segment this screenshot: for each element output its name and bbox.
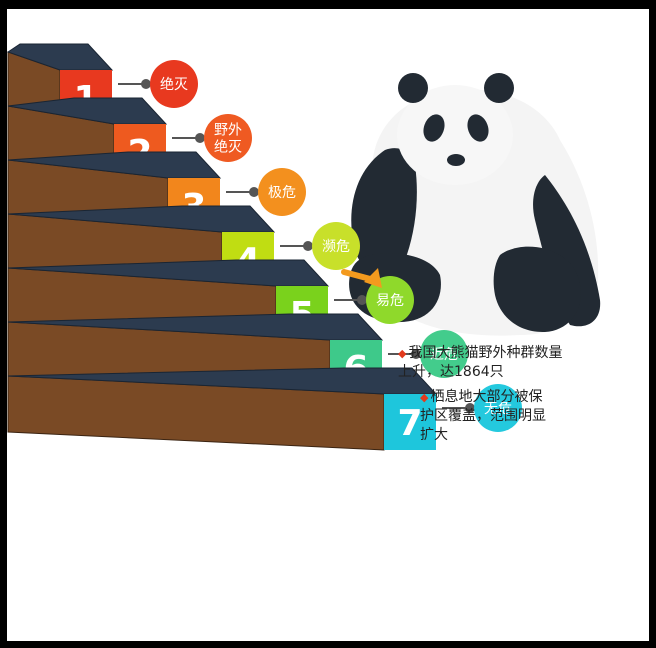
category-label-6: 近危 [430, 347, 458, 363]
note-population-line-1: ◆我国大熊猫野外种群数量 [398, 345, 563, 361]
step-top-7 [7, 367, 438, 395]
category-circle-1 [150, 60, 198, 108]
category-label-7: 无危 [484, 401, 512, 417]
category-label-1: 绝灭 [160, 77, 188, 93]
panda-eye-patch-left-icon [423, 114, 445, 142]
connector-dot-4 [303, 241, 313, 251]
category-circle-4 [312, 222, 360, 270]
connector-dot-7 [465, 403, 475, 413]
step-top-1 [6, 43, 114, 71]
panda-ear-right-icon [484, 73, 514, 103]
panda-arm-left-icon [351, 148, 417, 275]
step-top-4 [7, 205, 276, 233]
category-circle-2 [204, 114, 252, 162]
note-habitat-line-2: 护区覆盖，范围明显 [420, 408, 546, 424]
connector-dot-6 [411, 349, 421, 359]
note-habitat: ◆栖息地大部分被保 护区覆盖，范围明显 扩大 [420, 388, 620, 445]
step-top-6 [7, 313, 384, 341]
category-circle-5 [366, 276, 414, 324]
step-top-2 [7, 97, 168, 125]
panda-ear-left-icon [398, 73, 428, 103]
stairs: 1234567 [6, 43, 438, 451]
category-circle-3 [258, 168, 306, 216]
panda-nose-icon [447, 154, 465, 166]
category-label-2: 绝灭 [214, 140, 242, 156]
connector-dot-1 [141, 79, 151, 89]
step-face-7 [384, 394, 436, 450]
category-circle-7 [474, 384, 522, 432]
step-top-3 [7, 151, 222, 179]
category-label-2: 野外 [214, 123, 242, 139]
panda-illustration [349, 73, 601, 336]
step-number-7: 7 [397, 403, 422, 444]
panda-leg-right-icon [493, 246, 581, 333]
connector-dot-5 [357, 295, 367, 305]
category-circle-6 [420, 330, 468, 378]
panda-head-icon [397, 85, 513, 185]
bullet-diamond-icon: ◆ [398, 347, 407, 360]
category-label-4: 濒危 [322, 239, 350, 255]
panda-eye-patch-right-icon [467, 114, 489, 142]
bullet-diamond-icon: ◆ [420, 391, 429, 404]
note-population: ◆我国大熊猫野外种群数量 上升，达1864只 [398, 344, 620, 382]
connector-dot-2 [195, 133, 205, 143]
category-label-5: 易危 [376, 293, 404, 309]
step-top-5 [7, 259, 330, 287]
category-label-3: 极危 [268, 185, 296, 201]
connector-dot-3 [249, 187, 259, 197]
note-population-line-2: 上升，达1864只 [398, 364, 504, 380]
panda-arm-right-icon [533, 175, 601, 327]
note-habitat-line-1: ◆栖息地大部分被保 [420, 389, 543, 405]
highlight-arrow-head-icon [364, 268, 382, 288]
note-habitat-line-3: 扩大 [420, 427, 448, 443]
